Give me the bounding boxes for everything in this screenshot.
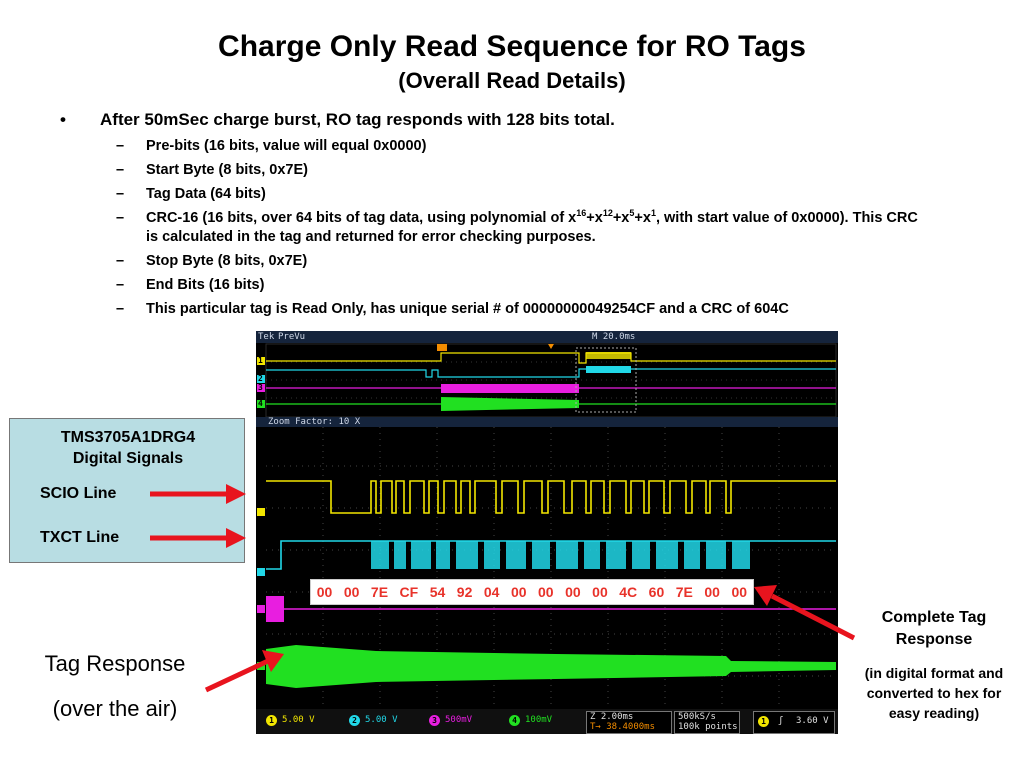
ch3-chip: 3 — [429, 715, 440, 726]
slide-title: Charge Only Read Sequence for RO Tags — [218, 30, 806, 63]
hex-byte: 00 — [510, 584, 527, 600]
overview-burst-ch1 — [586, 352, 631, 359]
marker-ch2: 2 — [258, 374, 263, 383]
sub-item: – End Bits (16 bits) — [116, 276, 960, 295]
hex-byte: 60 — [648, 584, 665, 600]
sub-marker: – — [116, 186, 125, 202]
sub-item: – Tag Data (64 bits) — [116, 185, 960, 204]
hex-byte: 04 — [483, 584, 500, 600]
hex-byte: 92 — [456, 584, 473, 600]
zoom-burst-ch3 — [266, 596, 284, 622]
hex-byte: 00 — [343, 584, 360, 600]
acquisition-box: 500kS/s 100k points — [674, 711, 740, 734]
trigger-position: T→ 38.4000ms — [590, 722, 656, 732]
hex-byte: 00 — [731, 584, 748, 600]
slide-subtitle: (Overall Read Details) — [398, 68, 626, 93]
ch4-value: 100mV — [525, 715, 553, 725]
bullet-item: • After 50mSec charge burst, RO tag resp… — [60, 108, 960, 132]
marker-ch3: 3 — [258, 383, 263, 392]
sub-marker: – — [116, 253, 125, 269]
trigger-slope-icon: ʃ — [778, 716, 784, 726]
record-length: 100k points — [678, 722, 738, 732]
sub-text: This particular tag is Read Only, has un… — [146, 301, 789, 317]
hex-byte: 54 — [429, 584, 446, 600]
signals-box-title: TMS3705A1DRG4 Digital Signals — [60, 429, 196, 467]
overview-burst-ch4 — [441, 397, 579, 411]
bullet-marker: • — [60, 110, 66, 129]
hex-decode-box: 00 00 7E CF 54 92 04 00 00 00 00 4C 60 7… — [310, 579, 754, 605]
ch4-chip: 4 — [509, 715, 520, 726]
bullet-text: After 50mSec charge burst, RO tag respon… — [100, 110, 615, 129]
zoom-time-box: Z 2.00ms T→ 38.4000ms — [586, 711, 672, 734]
hex-byte: 00 — [704, 584, 720, 600]
scope-mode: PreVu — [278, 332, 306, 342]
hex-byte: 00 — [565, 584, 581, 600]
trigger-channel: 1 — [758, 716, 769, 727]
sub-item: – Start Byte (8 bits, 0x7E) — [116, 161, 960, 180]
sub-text: Tag Data (64 bits) — [146, 186, 266, 202]
sub-text: Pre-bits (16 bits, value will equal 0x00… — [146, 138, 427, 154]
sub-text: Start Byte (8 bits, 0x7E) — [146, 162, 308, 178]
oscilloscope-screen: Tek PreVu M 20.0ms Zoom Factor: 10 X 1 2… — [256, 331, 838, 734]
crc-text: CRC-16 (16 bits, over 64 bits of tag dat… — [146, 208, 918, 245]
ch1-chip: 1 — [266, 715, 277, 726]
zoom-bar — [256, 417, 838, 427]
scope-timebase: M 20.0ms — [592, 332, 636, 342]
sub-item: – CRC-16 (16 bits, over 64 bits of tag da… — [116, 209, 960, 247]
sub-item: – Pre-bits (16 bits, value will equal 0x0… — [116, 137, 960, 156]
scope-header: Tek PreVu M 20.0ms — [256, 331, 838, 343]
scope-traces — [256, 343, 838, 708]
scio-line-label: SCIO Line — [40, 485, 117, 502]
sub-marker: – — [116, 210, 125, 226]
scope-brand: Tek — [258, 332, 275, 342]
sub-marker: – — [116, 162, 125, 178]
trigger-marker-icon — [548, 344, 554, 349]
txct-line-label: TXCT Line — [40, 529, 120, 546]
zoom-factor: Zoom Factor: 10 X — [268, 417, 361, 427]
marker-ch4: 4 — [258, 399, 263, 408]
zoom-trace-ch1 — [266, 480, 836, 514]
zoom-time: Z 2.00ms — [590, 712, 634, 722]
hex-byte: CF — [399, 584, 419, 600]
scope-status-bar: 1 5.00 V 2 5.00 V 3 500mV 4 100mV Z 2.00… — [256, 709, 838, 734]
zoom-trace-ch4 — [266, 645, 836, 688]
sub-text: Stop Byte (8 bits, 0x7E) — [146, 253, 308, 269]
zoom-window — [575, 347, 637, 413]
hex-byte: 00 — [538, 584, 554, 600]
hex-byte: 00 — [316, 584, 333, 600]
digital-signals-box: TMS3705A1DRG4 Digital Signals SCIO Line … — [9, 418, 245, 563]
complete-response-note: (in digital format and converted to hex … — [864, 665, 1004, 721]
sub-item: – This particular tag is Read Only, has u… — [116, 300, 960, 319]
complete-response-label: Complete Tag Response — [881, 609, 987, 648]
sample-rate: 500kS/s — [678, 712, 716, 722]
overview-grid — [266, 361, 836, 399]
marker-ch1: 1 — [258, 356, 263, 365]
trigger-level: 3.60 V — [796, 716, 829, 726]
ch3-value: 500mV — [445, 715, 473, 725]
sub-text: End Bits (16 bits) — [146, 277, 265, 293]
overview-burst-ch3 — [441, 384, 579, 393]
trigger-position-icon — [437, 344, 447, 351]
hex-byte: 4C — [619, 584, 638, 600]
zoom-trace-ch2 — [266, 540, 836, 570]
sub-item: – Stop Byte (8 bits, 0x7E) — [116, 252, 960, 271]
sub-marker: – — [116, 138, 125, 154]
tag-response-sublabel: (over the air) — [52, 696, 178, 721]
ch1-value: 5.00 V — [282, 715, 315, 725]
sub-marker: – — [116, 301, 125, 317]
hex-byte: 7E — [370, 584, 389, 600]
txct-bursts — [371, 541, 750, 569]
hex-byte: 7E — [675, 584, 693, 600]
tag-response-label: Tag Response — [44, 651, 186, 676]
sub-marker: – — [116, 277, 125, 293]
bullet-list: • After 50mSec charge burst, RO tag resp… — [60, 108, 960, 319]
overview-trace-ch2 — [266, 368, 836, 378]
ch2-chip: 2 — [349, 715, 360, 726]
trigger-box: 1 ʃ 3.60 V — [753, 711, 835, 734]
hex-byte: 00 — [592, 584, 608, 600]
ch2-value: 5.00 V — [365, 715, 398, 725]
overview-burst-ch2 — [586, 366, 631, 373]
